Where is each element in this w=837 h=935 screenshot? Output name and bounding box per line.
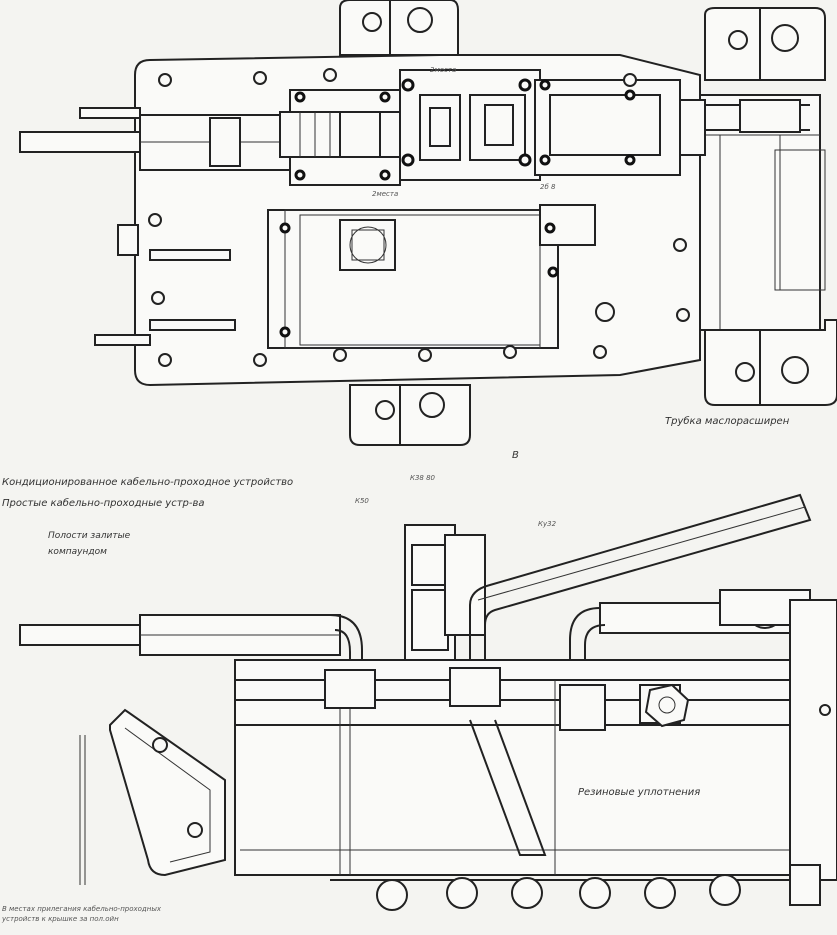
dim-top-left: 2места bbox=[430, 66, 457, 74]
dim-bottom-left: 2места bbox=[372, 190, 399, 198]
pipe-label: Трубка маслорасширен bbox=[665, 416, 790, 427]
cavities-label-line1: Полости залитые bbox=[48, 531, 131, 541]
ref-mark: Ку32 bbox=[538, 520, 557, 528]
simple-devices-label: Простые кабельно-проходные устр-ва bbox=[2, 498, 205, 509]
side-bracket bbox=[109, 708, 226, 877]
cable-shaft-side bbox=[19, 624, 146, 646]
bottom-lug-right bbox=[704, 319, 837, 406]
cable-shaft-top bbox=[19, 131, 141, 153]
conditioned-device-label: Кондиционированное кабельно-проходное ус… bbox=[2, 477, 294, 488]
bottom-lug-left bbox=[349, 384, 471, 446]
cover-plate bbox=[267, 209, 559, 349]
note-line2: устройств к крышке за пол.ойн bbox=[2, 915, 119, 923]
conditioned-mark: К38 80 bbox=[410, 474, 436, 482]
dim-bottom-right: 2б 8 bbox=[540, 183, 556, 191]
rubber-seals-label: Резиновые уплотнения bbox=[578, 787, 701, 798]
top-view bbox=[19, 0, 837, 446]
view-letter: В bbox=[512, 450, 519, 461]
top-lug-left bbox=[339, 0, 459, 56]
top-lug-right bbox=[704, 7, 826, 81]
side-view bbox=[19, 493, 837, 911]
note-line1: В местах прилегания кабельно-проходных bbox=[2, 905, 162, 913]
cavities-label-line2: компаундом bbox=[48, 547, 107, 557]
bottom-rollers bbox=[330, 874, 790, 911]
simple-mark: К50 bbox=[355, 497, 369, 505]
plate-bolts bbox=[148, 68, 690, 367]
